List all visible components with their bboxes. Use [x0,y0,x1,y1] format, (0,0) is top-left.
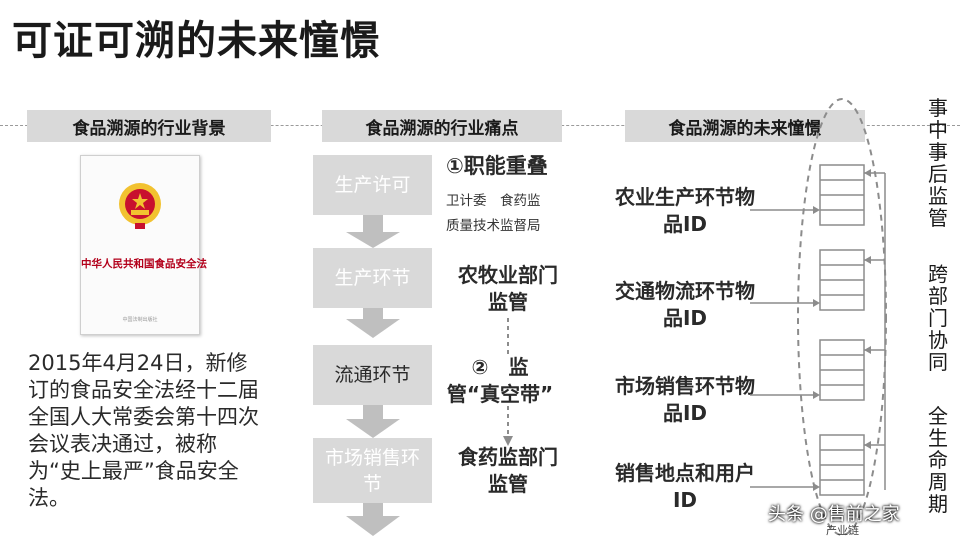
node-location-user-id: 销售地点和用户ID [610,460,760,514]
background-description: 2015年4月24日，新修订的食品安全法经十二届全国人大常委会第十四次会议表决通… [28,350,260,512]
header-background: 食品溯源的行业背景 [27,110,271,142]
stage-production-license: 生产许可 [313,155,432,215]
book-publisher: 中国法制出版社 [81,316,199,323]
blockchain-diagram [750,95,900,540]
stage-market-sales: 市场销售环节 [313,438,432,503]
stage-circulation: 流通环节 [313,345,432,405]
dept-agriculture: 农牧业部门监管 [458,262,558,316]
side-label-collaboration: 跨部门协同 [926,263,950,373]
book-title: 中华人民共和国食品安全法 [81,256,199,271]
dept-food-drug: 食药监部门监管 [458,444,558,498]
node-agri-production-id: 农业生产环节物品ID [610,184,760,238]
watermark: 头条 @售前之家 [768,500,900,526]
pain-point-1-line1: 卫计委 食药监 [446,189,541,209]
side-label-supervision: 事中事后监管 [926,97,950,229]
node-logistics-id: 交通物流环节物品ID [610,278,760,332]
side-label-lifecycle: 全生命周期 [926,405,950,515]
pain-point-1-title: ①职能重叠 [446,150,548,180]
dashed-connector [500,318,516,448]
pain-point-1-line2: 质量技术监督局 [446,214,541,234]
national-emblem-icon [117,180,163,230]
page-title: 可证可溯的未来憧憬 [12,8,381,66]
stage-production: 生产环节 [313,248,432,308]
node-market-sales-id: 市场销售环节物品ID [610,373,760,427]
law-book-cover: 中华人民共和国食品安全法 中国法制出版社 [80,155,200,335]
header-pain-points: 食品溯源的行业痛点 [322,110,562,142]
